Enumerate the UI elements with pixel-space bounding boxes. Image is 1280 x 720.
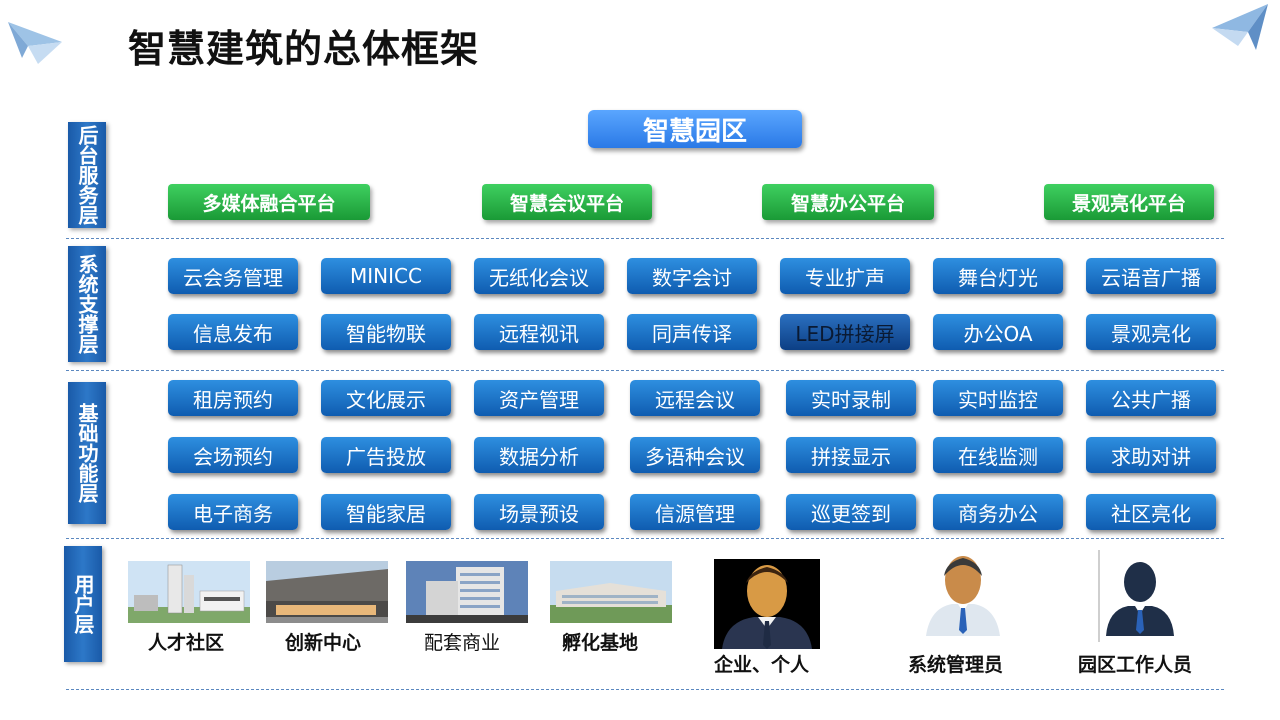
layer-label-backend: 后台服务层	[68, 122, 106, 228]
function-module-button[interactable]: 智能家居	[321, 494, 451, 530]
platform-button[interactable]: 智慧办公平台	[762, 184, 934, 220]
user-caption-talent: 人才社区	[148, 628, 224, 655]
function-module-button[interactable]: 远程会议	[630, 380, 760, 416]
support-module-button[interactable]: 智能物联	[321, 314, 451, 350]
function-module-button[interactable]: 实时监控	[933, 380, 1063, 416]
support-module-button[interactable]: 同声传译	[627, 314, 757, 350]
support-module-button[interactable]: 远程视讯	[474, 314, 604, 350]
function-module-button[interactable]: 会场预约	[168, 437, 298, 473]
user-caption-commerce: 配套商业	[424, 628, 500, 655]
paper-plane-right-decoration	[1208, 2, 1270, 52]
function-module-button[interactable]: 巡更签到	[786, 494, 916, 530]
support-module-button[interactable]: 办公OA	[933, 314, 1063, 350]
function-module-button[interactable]: 在线监测	[933, 437, 1063, 473]
support-module-button[interactable]: MINICC	[321, 258, 451, 294]
layer-label-support: 系统支撑层	[68, 246, 106, 362]
function-module-button[interactable]: 社区亮化	[1086, 494, 1216, 530]
user-caption-staff: 园区工作人员	[1078, 650, 1192, 677]
divider	[66, 238, 1224, 239]
page-title: 智慧建筑的总体框架	[128, 18, 479, 73]
divider	[66, 538, 1224, 539]
support-module-button[interactable]: 舞台灯光	[933, 258, 1063, 294]
function-module-button[interactable]: 场景预设	[474, 494, 604, 530]
function-module-button[interactable]: 电子商务	[168, 494, 298, 530]
function-module-button[interactable]: 资产管理	[474, 380, 604, 416]
layer-label-user: 用户层	[64, 546, 102, 662]
user-caption-incubation: 孵化基地	[562, 628, 638, 655]
admin-person-icon	[922, 550, 1004, 636]
enterprise-person-icon	[714, 559, 820, 649]
divider	[66, 689, 1224, 690]
staff-person-icon	[1098, 550, 1182, 642]
function-module-button[interactable]: 商务办公	[933, 494, 1063, 530]
function-module-button[interactable]: 多语种会议	[630, 437, 760, 473]
user-caption-innovation: 创新中心	[285, 628, 361, 655]
support-module-button[interactable]: 专业扩声	[780, 258, 910, 294]
support-module-button[interactable]: 景观亮化	[1086, 314, 1216, 350]
support-module-button[interactable]: LED拼接屏	[780, 314, 910, 350]
platform-button[interactable]: 智慧会议平台	[482, 184, 652, 220]
support-module-button[interactable]: 信息发布	[168, 314, 298, 350]
layer-label-function: 基础功能层	[68, 382, 106, 524]
paper-plane-left-decoration	[8, 18, 64, 66]
function-module-button[interactable]: 广告投放	[321, 437, 451, 473]
function-module-button[interactable]: 文化展示	[321, 380, 451, 416]
user-caption-enterprise: 企业、个人	[714, 650, 809, 677]
talent-community-photo	[128, 561, 250, 623]
incubation-base-photo	[550, 561, 672, 623]
function-module-button[interactable]: 公共广播	[1086, 380, 1216, 416]
smart-park-button[interactable]: 智慧园区	[588, 110, 802, 148]
platform-button[interactable]: 多媒体融合平台	[168, 184, 370, 220]
divider	[66, 370, 1224, 371]
support-module-button[interactable]: 云会务管理	[168, 258, 298, 294]
function-module-button[interactable]: 实时录制	[786, 380, 916, 416]
support-module-button[interactable]: 云语音广播	[1086, 258, 1216, 294]
function-module-button[interactable]: 数据分析	[474, 437, 604, 473]
platform-button[interactable]: 景观亮化平台	[1044, 184, 1214, 220]
function-module-button[interactable]: 信源管理	[630, 494, 760, 530]
innovation-center-photo	[266, 561, 388, 623]
user-caption-admin: 系统管理员	[908, 650, 1003, 677]
support-module-button[interactable]: 数字会讨	[627, 258, 757, 294]
function-module-button[interactable]: 拼接显示	[786, 437, 916, 473]
support-module-button[interactable]: 无纸化会议	[474, 258, 604, 294]
function-module-button[interactable]: 租房预约	[168, 380, 298, 416]
supporting-commerce-photo	[406, 561, 528, 623]
function-module-button[interactable]: 求助对讲	[1086, 437, 1216, 473]
